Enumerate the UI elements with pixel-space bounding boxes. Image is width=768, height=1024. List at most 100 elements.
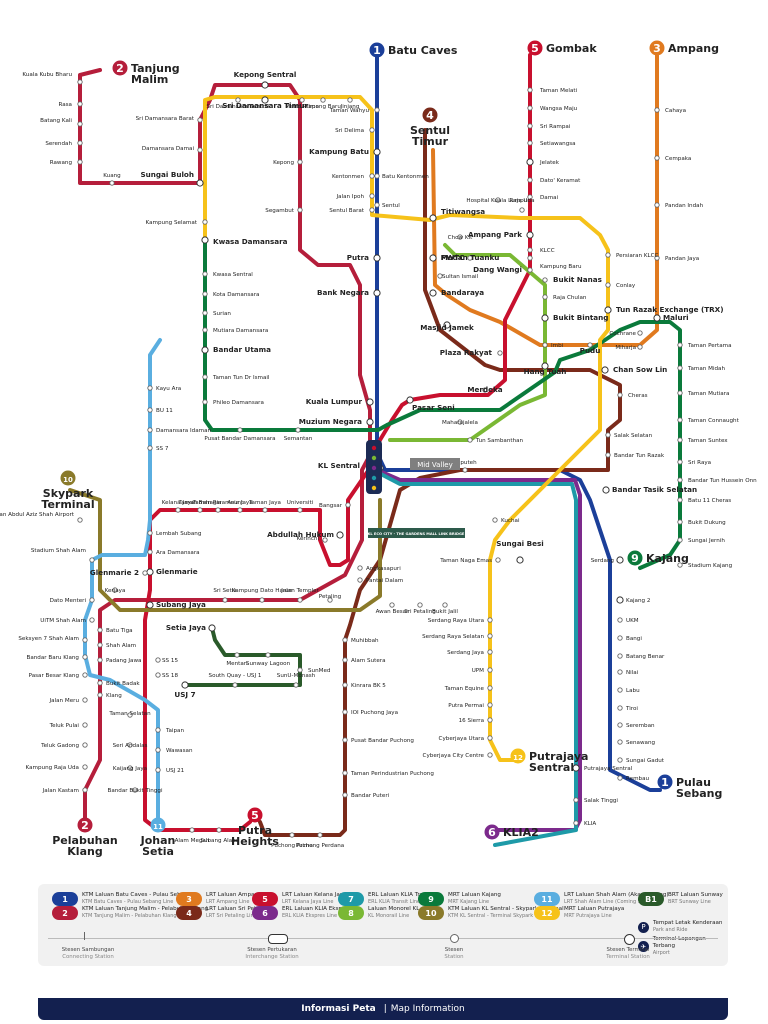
station-marker[interactable] [97, 642, 103, 648]
station-marker[interactable] [677, 537, 683, 543]
station-marker[interactable] [297, 597, 303, 603]
station-marker[interactable] [406, 396, 414, 404]
station-marker[interactable] [293, 682, 299, 688]
station-marker[interactable] [617, 775, 623, 781]
mid-valley-callout[interactable]: Mid Valley [410, 458, 460, 470]
station-marker[interactable] [97, 692, 103, 698]
station-marker[interactable] [542, 342, 548, 348]
station-marker[interactable] [297, 507, 303, 513]
station-marker[interactable] [677, 519, 683, 525]
station-marker[interactable] [82, 722, 88, 728]
station-marker[interactable] [374, 107, 380, 113]
station-marker[interactable] [677, 390, 683, 396]
station-marker[interactable] [653, 314, 661, 322]
station-marker[interactable] [77, 121, 83, 127]
station-marker[interactable] [201, 346, 209, 354]
station-marker[interactable] [516, 556, 524, 564]
station-marker[interactable] [654, 107, 660, 113]
station-marker[interactable] [342, 657, 348, 663]
station-marker[interactable] [77, 79, 83, 85]
station-marker[interactable] [389, 602, 395, 608]
station-marker[interactable] [237, 427, 243, 433]
station-marker[interactable] [429, 254, 437, 262]
station-marker[interactable] [487, 717, 493, 723]
station-marker[interactable] [342, 770, 348, 776]
station-marker[interactable] [175, 507, 181, 513]
station-marker[interactable] [127, 712, 133, 718]
station-marker[interactable] [132, 787, 138, 793]
station-marker[interactable] [374, 173, 380, 179]
station-marker[interactable] [295, 427, 301, 433]
station-marker[interactable] [373, 289, 381, 297]
station-marker[interactable] [605, 252, 611, 258]
station-marker[interactable] [197, 147, 203, 153]
station-marker[interactable] [573, 820, 579, 826]
station-marker[interactable] [147, 530, 153, 536]
station-marker[interactable] [429, 289, 437, 297]
station-marker[interactable] [527, 247, 533, 253]
station-marker[interactable] [146, 601, 154, 609]
station-marker[interactable] [467, 437, 473, 443]
station-marker[interactable] [189, 827, 195, 833]
station-marker[interactable] [637, 344, 643, 350]
station-marker[interactable] [527, 87, 533, 93]
station-marker[interactable] [443, 321, 451, 329]
station-marker[interactable] [487, 685, 493, 691]
station-marker[interactable] [617, 617, 623, 623]
station-marker[interactable] [322, 537, 328, 543]
station-marker[interactable] [617, 705, 623, 711]
station-marker[interactable] [82, 654, 88, 660]
station-marker[interactable] [677, 437, 683, 443]
station-marker[interactable] [487, 702, 493, 708]
station-marker[interactable] [261, 81, 269, 89]
station-marker[interactable] [261, 96, 269, 104]
station-marker[interactable] [617, 722, 623, 728]
station-marker[interactable] [457, 234, 463, 240]
station-marker[interactable] [526, 158, 534, 166]
station-marker[interactable] [677, 562, 683, 568]
station-marker[interactable] [573, 797, 579, 803]
station-marker[interactable] [202, 399, 208, 405]
station-marker[interactable] [234, 652, 240, 658]
station-marker[interactable] [527, 194, 533, 200]
station-marker[interactable] [232, 682, 238, 688]
station-marker[interactable] [289, 832, 295, 838]
station-marker[interactable] [265, 652, 271, 658]
station-marker[interactable] [429, 214, 437, 222]
station-marker[interactable] [155, 767, 161, 773]
station-marker[interactable] [222, 597, 228, 603]
station-marker[interactable] [527, 267, 533, 273]
station-marker[interactable] [155, 727, 161, 733]
station-marker[interactable] [109, 180, 115, 186]
station-marker[interactable] [82, 764, 88, 770]
station-marker[interactable] [181, 681, 189, 689]
station-marker[interactable] [366, 398, 374, 406]
station-marker[interactable] [342, 737, 348, 743]
station-marker[interactable] [342, 637, 348, 643]
station-marker[interactable] [366, 418, 374, 426]
station-marker[interactable] [259, 597, 265, 603]
station-marker[interactable] [237, 507, 243, 513]
station-marker[interactable] [146, 568, 154, 576]
station-marker[interactable] [320, 97, 326, 103]
station-marker[interactable] [297, 159, 303, 165]
station-marker[interactable] [369, 127, 375, 133]
station-marker[interactable] [97, 627, 103, 633]
station-marker[interactable] [147, 407, 153, 413]
station-marker[interactable] [357, 565, 363, 571]
station-marker[interactable] [82, 672, 88, 678]
station-marker[interactable] [357, 577, 363, 583]
station-marker[interactable] [526, 231, 534, 239]
station-marker[interactable] [197, 507, 203, 513]
station-marker[interactable] [201, 236, 209, 244]
station-marker[interactable] [347, 97, 353, 103]
station-marker[interactable] [616, 596, 624, 604]
station-marker[interactable] [677, 459, 683, 465]
station-marker[interactable] [336, 531, 344, 539]
station-marker[interactable] [202, 271, 208, 277]
